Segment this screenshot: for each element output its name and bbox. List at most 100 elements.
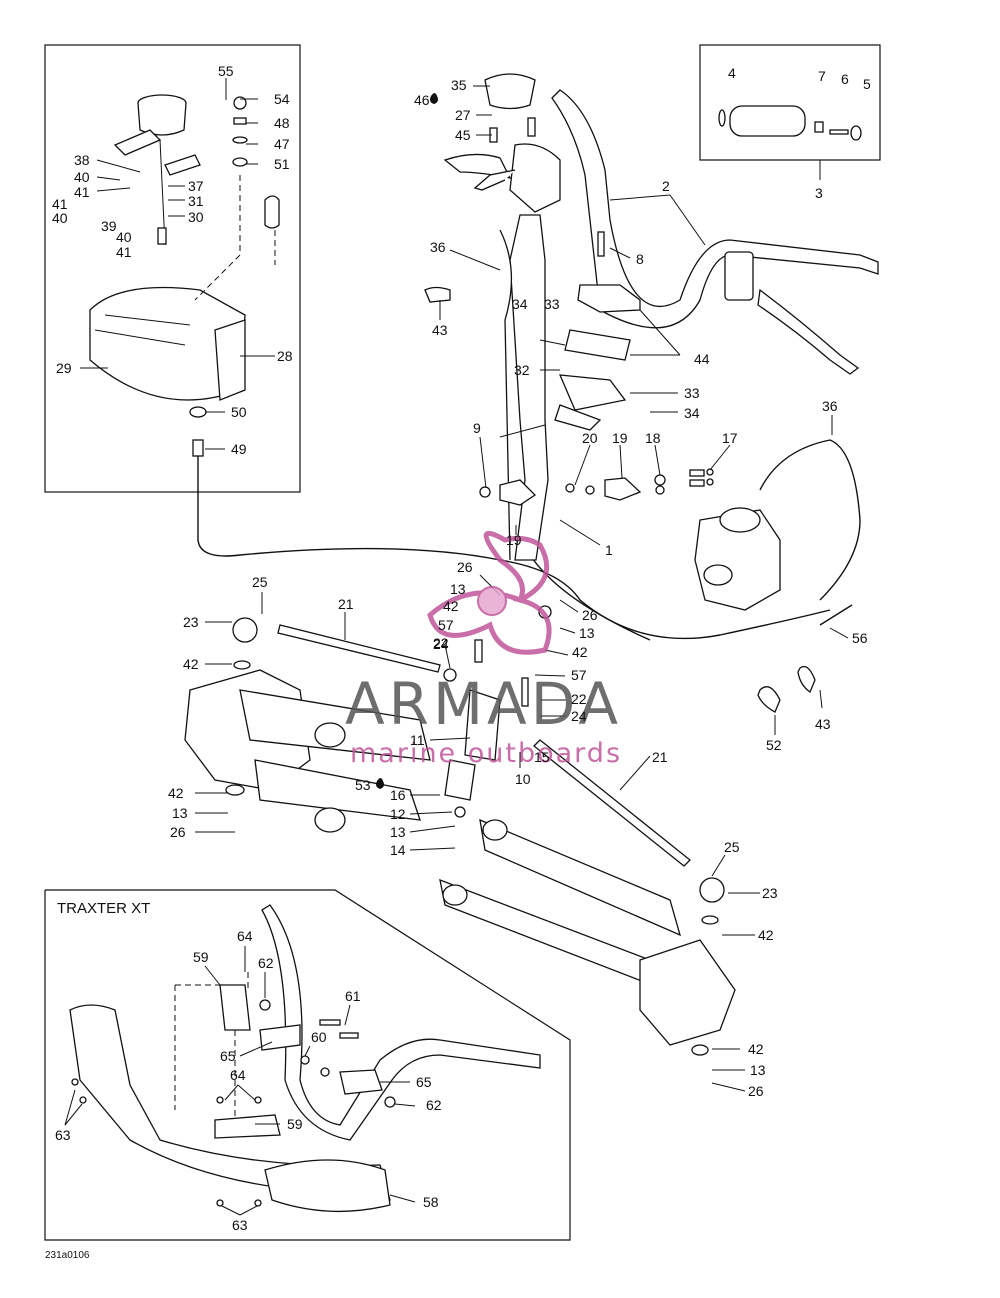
callout-label: 50 xyxy=(231,404,247,420)
callout-label: 59 xyxy=(287,1116,303,1132)
callout-label: 13 xyxy=(450,581,466,597)
callout-label: 11 xyxy=(410,732,425,748)
callout-label: 19 xyxy=(506,532,522,548)
callout-label: 19 xyxy=(612,430,628,446)
callout-label: 34 xyxy=(512,296,528,312)
callout-label: 3 xyxy=(815,185,823,201)
callout-label: 58 xyxy=(423,1194,439,1210)
callout-label: 60 xyxy=(311,1029,327,1045)
callout-label: 54 xyxy=(274,91,290,107)
callout-label: 51 xyxy=(274,156,290,172)
leader-lines xyxy=(64,78,849,1216)
callout-label: 39 xyxy=(101,218,117,234)
clamp-illustration xyxy=(539,231,641,431)
callout-label: 36 xyxy=(430,239,446,255)
callout-label: 42 xyxy=(183,656,199,672)
callout-label: 26 xyxy=(457,559,473,575)
callout-label: 42 xyxy=(748,1041,764,1057)
master-cylinder-illustration xyxy=(89,94,280,490)
cable-tie-upper-illustration xyxy=(424,286,451,303)
callout-label: 29 xyxy=(56,360,72,376)
callout-label: 4 xyxy=(728,65,736,81)
callout-label: 64 xyxy=(237,928,253,944)
callout-label: 8 xyxy=(636,251,644,267)
callout-label: 22 xyxy=(433,635,449,651)
callout-label: 41 xyxy=(116,244,132,260)
callout-label: 26 xyxy=(170,824,186,840)
callout-label: 6 xyxy=(841,71,849,87)
callout-label: 10 xyxy=(515,771,531,787)
callout-label: 59 xyxy=(193,949,209,965)
callout-label: 44 xyxy=(694,351,710,367)
callout-label: 41 xyxy=(52,196,68,212)
callout-label: 33 xyxy=(544,296,560,312)
callout-label: 33 xyxy=(684,385,700,401)
watermark-logo-center-icon xyxy=(477,586,507,616)
callout-label: 18 xyxy=(645,430,661,446)
callout-label: 14 xyxy=(390,842,406,858)
callout-label: 9 xyxy=(473,420,481,436)
traxter-handguard-illustration xyxy=(69,904,541,1213)
callout-label: 25 xyxy=(724,839,740,855)
bracket-parts-illustration xyxy=(479,468,714,506)
callout-label: 42 xyxy=(443,598,459,614)
callout-label: 37 xyxy=(188,178,204,194)
throttle-cable-link xyxy=(529,554,651,641)
cable-tie-52-illustration xyxy=(757,686,781,713)
callout-label: 13 xyxy=(750,1062,766,1078)
tie-rod-left-illustration xyxy=(232,617,441,673)
callout-label: 42 xyxy=(168,785,184,801)
callout-label: 16 xyxy=(390,787,406,803)
grip-illustration xyxy=(718,105,862,180)
callout-label: 2 xyxy=(662,178,670,194)
callout-label: 34 xyxy=(684,405,700,421)
callout-label: 13 xyxy=(579,625,595,641)
callout-label: 62 xyxy=(426,1097,442,1113)
callout-label: 65 xyxy=(416,1074,432,1090)
callout-label: 52 xyxy=(766,737,782,753)
callout-label: 24 xyxy=(571,708,587,724)
callout-label: 26 xyxy=(582,607,598,623)
callout-label: 35 xyxy=(451,77,467,93)
callout-label: 63 xyxy=(55,1127,71,1143)
steering-column-illustration xyxy=(499,214,549,561)
callout-label: 57 xyxy=(438,617,454,633)
callout-label: 5 xyxy=(863,76,871,92)
callout-label: 55 xyxy=(218,63,234,79)
callout-label: 61 xyxy=(345,988,361,1004)
callout-label: 13 xyxy=(390,824,406,840)
callout-label: 26 xyxy=(748,1083,764,1099)
cable-tie-43-illustration xyxy=(797,665,816,693)
callout-label: 46 xyxy=(414,92,430,108)
lower-steering-illustration xyxy=(443,605,552,818)
brake-cable xyxy=(197,490,831,640)
callout-label: 38 xyxy=(74,152,90,168)
watermark: ARMADA marine outboards xyxy=(345,530,622,769)
callout-label: 42 xyxy=(758,927,774,943)
traxter-inset-title: TRAXTER XT xyxy=(57,900,150,917)
callout-label: 40 xyxy=(52,210,68,226)
callout-label: 15 xyxy=(534,749,550,765)
callout-label: 43 xyxy=(432,322,448,338)
sealant-drop-icon xyxy=(430,93,438,104)
callout-label: 22 xyxy=(571,691,587,707)
watermark-tagline: marine outboards xyxy=(350,738,622,769)
callout-label: 28 xyxy=(277,348,293,364)
callout-label: 63 xyxy=(232,1217,248,1233)
callout-label: 21 xyxy=(338,596,354,612)
callout-label: 56 xyxy=(852,630,868,646)
callout-label: 20 xyxy=(582,430,598,446)
callout-label: 23 xyxy=(183,614,199,630)
callout-label: 25 xyxy=(252,574,268,590)
callout-label: 1 xyxy=(605,542,613,558)
callout-label: 40 xyxy=(116,229,132,245)
callout-label: 65 xyxy=(220,1048,236,1064)
callout-label: 48 xyxy=(274,115,290,131)
watermark-logo-icon xyxy=(427,530,552,655)
handlebar-illustration xyxy=(551,89,879,375)
tie-rod-right-illustration xyxy=(533,739,725,925)
callout-label: 41 xyxy=(74,184,90,200)
carburetor-illustration xyxy=(694,439,861,611)
figure-code: 231a0106 xyxy=(45,1250,90,1261)
